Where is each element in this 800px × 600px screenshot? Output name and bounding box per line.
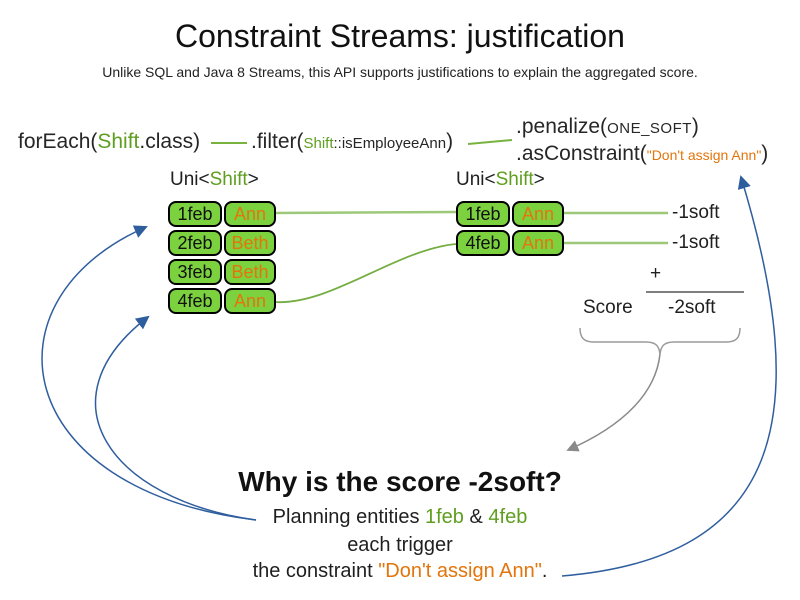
filter-method-token: ::isEmployeeAnn: [333, 135, 447, 152]
connector-1feb-stream: [273, 210, 457, 215]
plus-sign: +: [650, 263, 662, 284]
one-soft-constant: ONE_SOFT: [607, 120, 692, 137]
employee-cell: Ann: [512, 230, 564, 256]
explanation-line-3: the constraint "Don't assign Ann".: [0, 560, 800, 583]
table-row: 2feb Beth: [168, 230, 276, 256]
code-penalize-prefix: .penalize(: [516, 115, 608, 138]
code-asconstraint-prefix: .asConstraint(: [516, 142, 647, 165]
employee-cell: Ann: [224, 288, 276, 314]
code-foreach-prefix: forEach(: [18, 130, 98, 153]
score-label: Score: [583, 297, 633, 318]
why-heading: Why is the score -2soft?: [238, 466, 562, 497]
constraint-name-string: "Don't assign Ann": [646, 147, 762, 163]
code-penalize: .penalize(ONE_SOFT): [516, 115, 699, 139]
code-filter-suffix: ): [446, 130, 454, 153]
line3-suffix: .: [541, 560, 548, 582]
ampersand: &: [463, 506, 489, 528]
explanation-line-2: each trigger: [347, 534, 453, 556]
shift-type-token: Shift: [97, 130, 140, 153]
code-foreach: forEach(Shift.class): [18, 130, 200, 154]
code-filter: .filter(Shift::isEmployeeAnn): [251, 130, 453, 154]
date-cell: 1feb: [168, 201, 222, 227]
right-stream-table: 1feb Ann 4feb Ann: [456, 201, 564, 256]
line3-prefix: the constraint: [252, 560, 379, 582]
score-to-why-arrow: [566, 353, 661, 452]
date-cell: 1feb: [456, 201, 510, 227]
table-row: 4feb Ann: [168, 288, 276, 314]
code-penalize-suffix: ): [691, 115, 699, 138]
entity-1feb: 1feb: [425, 506, 464, 528]
left-stream-table: 1feb Ann 2feb Beth 3feb Beth 4feb Ann: [168, 201, 276, 314]
left-stream-label: Uni<Shift>: [170, 169, 259, 191]
code-asconstraint-suffix: ): [761, 142, 769, 165]
table-row: 1feb Ann: [456, 201, 564, 227]
score-underbrace: [579, 327, 741, 355]
penalty-label-2: -1soft: [672, 232, 720, 253]
slide-title: Constraint Streams: justification: [175, 18, 625, 54]
employee-cell: Ann: [224, 201, 276, 227]
uni-prefix: Uni<: [170, 169, 210, 190]
table-row: 3feb Beth: [168, 259, 276, 285]
code-asconstraint: .asConstraint("Don't assign Ann"): [516, 142, 768, 166]
shift-type-token: Shift: [495, 169, 534, 190]
shift-type-token: Shift: [303, 135, 334, 152]
constraint-name-text: "Don't assign Ann": [378, 560, 542, 582]
date-cell: 4feb: [168, 288, 222, 314]
table-row: 1feb Ann: [168, 201, 276, 227]
code-foreach-suffix: .class): [139, 130, 201, 153]
connector-4feb-stream: [273, 243, 457, 303]
total-score: -2soft: [668, 297, 716, 318]
employee-cell: Beth: [224, 230, 276, 256]
date-cell: 4feb: [456, 230, 510, 256]
employee-cell: Ann: [512, 201, 564, 227]
entity-4feb: 4feb: [488, 506, 528, 528]
shift-type-token: Shift: [209, 169, 248, 190]
explanation-line-1: Planning entities 1feb & 4feb: [0, 506, 800, 529]
uni-suffix: >: [533, 169, 545, 190]
right-stream-label: Uni<Shift>: [456, 169, 545, 191]
employee-cell: Beth: [224, 259, 276, 285]
uni-prefix: Uni<: [456, 169, 496, 190]
code-link-filter-penalize: [467, 139, 513, 145]
table-row: 4feb Ann: [456, 230, 564, 256]
date-cell: 2feb: [168, 230, 222, 256]
penalty-label-1: -1soft: [672, 202, 720, 223]
uni-suffix: >: [247, 169, 259, 190]
slide-subtitle: Unlike SQL and Java 8 Streams, this API …: [102, 64, 698, 80]
date-cell: 3feb: [168, 259, 222, 285]
code-filter-prefix: .filter(: [251, 130, 304, 153]
line1-prefix: Planning entities: [272, 506, 425, 528]
